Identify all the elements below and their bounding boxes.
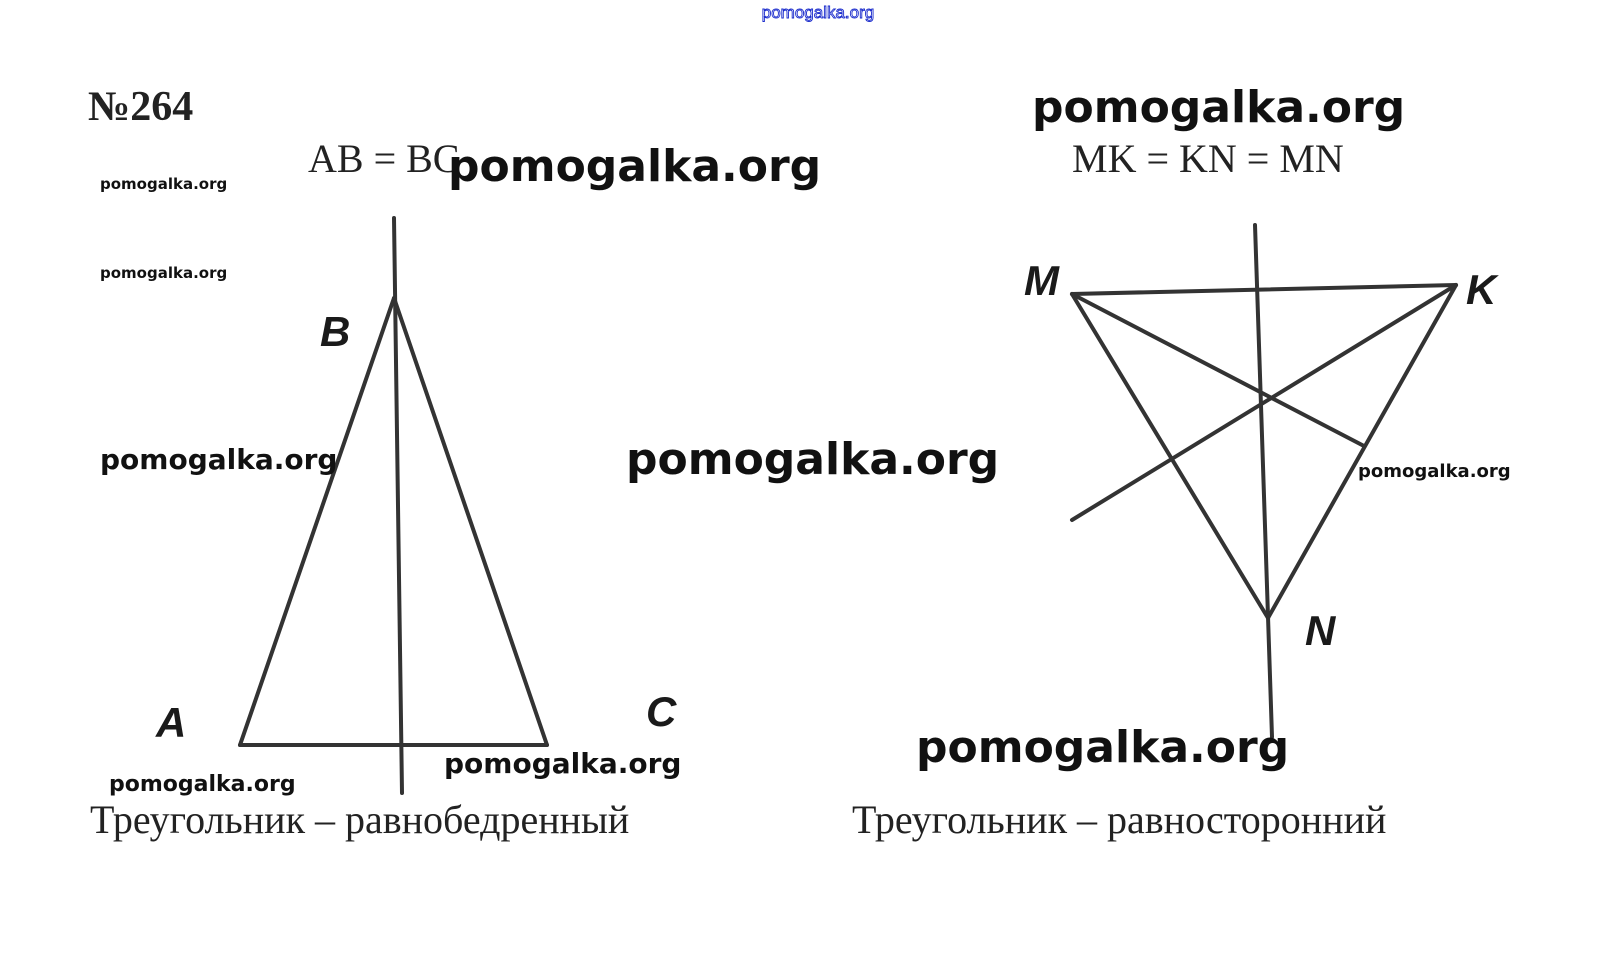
watermark-mid-left: pomogalka.org [100,443,337,476]
point-label-c: C [646,688,677,735]
point-label-a: A [155,699,186,746]
side-bc [392,296,549,747]
bisector-from-n [1253,223,1274,739]
side-mk [1070,283,1458,296]
left-condition: AB = BC [308,136,459,181]
right-caption: Треугольник – равносторонний [852,797,1386,842]
left-caption: Треугольник – равнобедренный [90,797,629,842]
watermark-mid-center: pomogalka.org [626,434,999,485]
task-number: №264 [88,84,193,130]
side-kn [1266,283,1458,620]
watermark-small-1: pomogalka.org [100,175,227,193]
bisector-from-m [1070,292,1366,448]
right-condition: MK = KN = MN [1072,136,1344,181]
equilateral-triangle [1070,223,1458,739]
isosceles-triangle [238,216,549,795]
site-link[interactable]: pomogalka.org [761,3,874,23]
side-ab [238,296,396,747]
point-label-b: B [320,308,350,355]
median-bisector-line [392,216,404,795]
watermark-small-right: pomogalka.org [1358,461,1511,482]
point-label-n: N [1305,607,1337,654]
watermark-bottom-left: pomogalka.org [109,772,296,797]
watermark-bottom-center: pomogalka.org [444,747,681,780]
bisector-from-k [1070,283,1458,522]
point-label-k: K [1466,266,1499,313]
watermark-top-center: pomogalka.org [448,141,821,192]
side-mn [1070,292,1270,620]
point-label-m: M [1024,257,1060,304]
watermark-top-right: pomogalka.org [1032,82,1405,133]
watermark-small-2: pomogalka.org [100,264,227,282]
watermark-bottom-right: pomogalka.org [916,722,1289,773]
